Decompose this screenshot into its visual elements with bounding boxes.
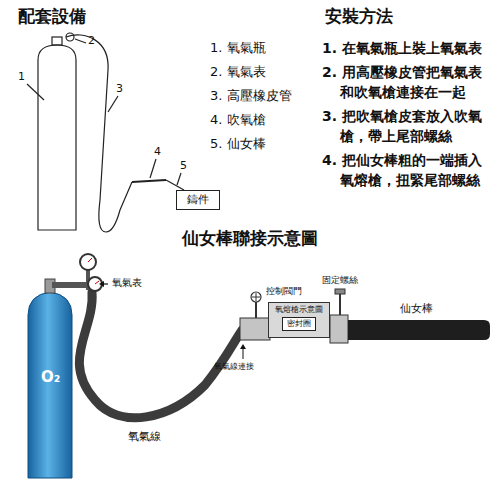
callout-number: 1 — [18, 70, 25, 84]
cylinder-outline — [38, 45, 76, 230]
step-text: 1. 在氧氣瓶上裝上氧氣表 — [322, 38, 490, 58]
control-valve — [251, 292, 261, 302]
part-label: 氧氣線連接 — [214, 362, 254, 372]
callout-number: 5 — [180, 159, 187, 173]
rod-fitting — [330, 315, 348, 343]
diagram-title: 仙女棒聯接示意圖 — [0, 228, 500, 249]
hose-fitting — [240, 318, 270, 340]
seal-box: 密封圈 — [282, 317, 316, 331]
leader-line — [177, 173, 181, 185]
casting-box: 鑄件 — [176, 190, 220, 210]
valve-stem — [255, 302, 257, 318]
step-text: 3. 把吹氧槍皮套放入吹氧 槍，帶上尾部螺絲 — [322, 106, 490, 146]
leader-line — [150, 159, 156, 178]
pointer-arrow — [243, 348, 244, 359]
valve-pipe — [52, 282, 88, 288]
fixing-screw — [339, 293, 341, 315]
part-label: 仙女棒 — [400, 302, 433, 316]
sparkler-rod — [348, 320, 490, 340]
cylinder-valve — [52, 37, 62, 45]
callout-number: 4 — [154, 145, 161, 159]
part-item: 3. 高壓橡皮管 — [210, 88, 292, 104]
part-label: 氧氣表 — [112, 277, 142, 290]
leader-line — [27, 84, 44, 100]
part-label: 固定螺絲 — [322, 275, 358, 286]
cylinder-mark: O₂ — [41, 368, 60, 387]
part-item: 2. 氧氣表 — [210, 64, 266, 80]
torch-line — [132, 180, 166, 182]
step-text: 2. 用高壓橡皮管把氧氣表 和吹氧槍連接在一起 — [322, 62, 490, 102]
gauge-needle — [95, 281, 99, 284]
gauge-needle — [88, 258, 92, 262]
section-heading: 安裝方法 — [325, 6, 393, 27]
pressure-gauge — [80, 254, 96, 270]
torch-body: 氧熔槍示意圖密封圈 — [268, 302, 330, 338]
screw-head — [335, 289, 345, 294]
arrow-head — [240, 344, 246, 349]
node-text: 密封圈 — [287, 319, 311, 329]
step-text: 4. 把仙女棒粗的一端插入 氧熔槍，扭緊尾部螺絲 — [322, 150, 490, 190]
valve-mark — [256, 293, 257, 301]
oxygen-cylinder — [28, 292, 72, 478]
arrow-head — [99, 281, 104, 287]
oxygen-hose — [79, 292, 242, 418]
section-heading: 配套設備 — [18, 6, 86, 27]
part-label: 氧氣線 — [128, 430, 161, 444]
part-label: 控制閥門 — [266, 286, 302, 297]
part-item: 1. 氧氣瓶 — [210, 40, 266, 56]
callout-number: 3 — [116, 82, 123, 96]
node-text: 鑄件 — [187, 193, 209, 206]
part-item: 5. 仙女棒 — [210, 136, 266, 152]
hose-line — [66, 35, 132, 232]
leader-line — [75, 39, 86, 43]
part-item: 4. 吹氧槍 — [210, 112, 266, 128]
leader-line — [108, 96, 118, 112]
callout-number: 2 — [88, 34, 95, 48]
node-text: 氧熔槍示意圖 — [272, 305, 326, 315]
rod-line — [166, 180, 184, 190]
